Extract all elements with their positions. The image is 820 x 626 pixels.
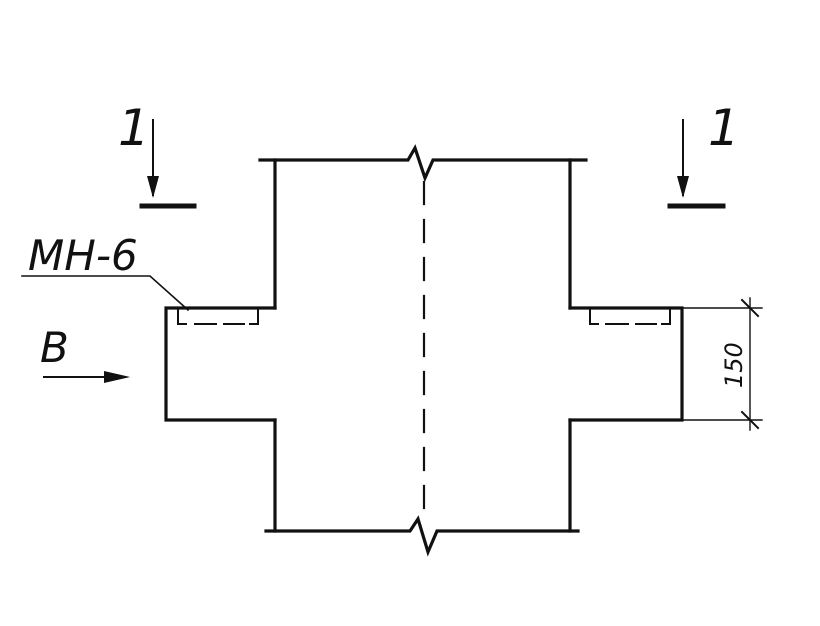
- column-outline: [258, 144, 588, 557]
- section-label-left: 1: [118, 99, 150, 157]
- dimension-tick-bottom: [740, 410, 760, 430]
- column-top-edge: [258, 144, 588, 183]
- right-embedded-plate: [589, 309, 671, 325]
- view-label: В: [40, 323, 69, 372]
- section-marker-left: [139, 119, 197, 209]
- dimension-tick-top: [740, 298, 760, 318]
- dimension-value: 150: [720, 342, 748, 388]
- left-embedded-plate: [177, 309, 259, 325]
- left-bracket-outline: [164, 306, 277, 422]
- section-arrowhead-right: [677, 176, 689, 198]
- section-arrowhead-left: [147, 176, 159, 198]
- section-label-right: 1: [708, 99, 740, 157]
- right-bracket-outline: [568, 306, 684, 422]
- embedded-part-label: МН-6: [28, 231, 138, 280]
- column-bottom-edge: [264, 515, 580, 557]
- embedded-part-leader: [21, 275, 190, 312]
- section-marker-right: [667, 119, 726, 209]
- dimension-150: [681, 297, 763, 431]
- view-direction-arrowhead: [104, 371, 130, 383]
